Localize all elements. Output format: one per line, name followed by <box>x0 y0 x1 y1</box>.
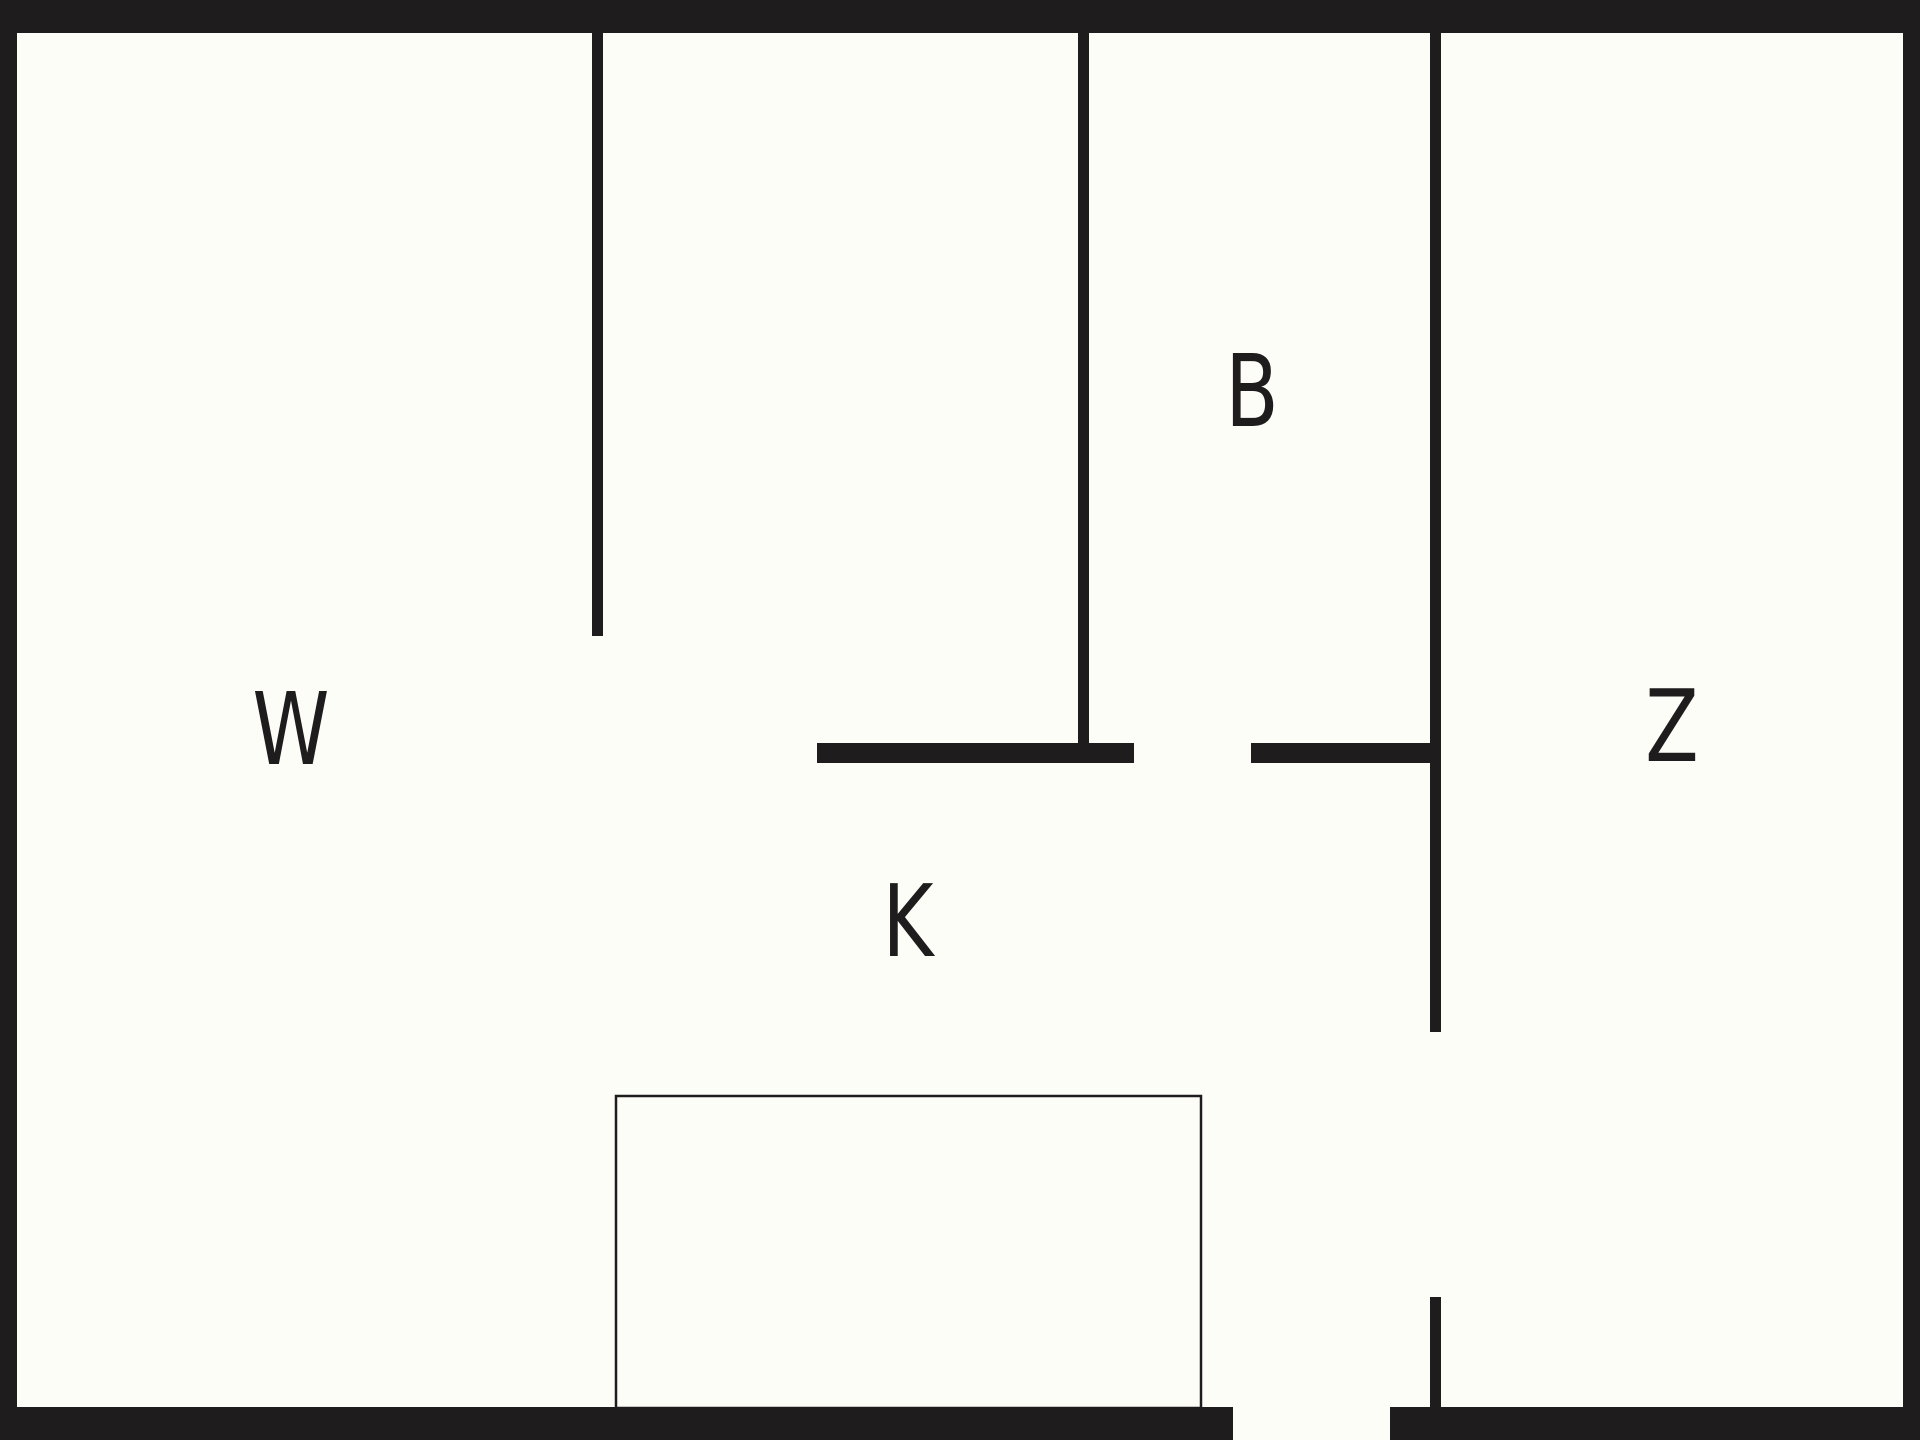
interior-wall-b-left <box>1078 33 1089 751</box>
interior-wall-horizontal-right <box>1251 743 1436 763</box>
room-label-w: W <box>252 671 330 788</box>
outer-wall-bottom-left <box>0 1407 1233 1440</box>
outer-wall-bottom-right <box>1390 1407 1920 1440</box>
room-label-b: B <box>1225 333 1279 450</box>
room-label-k: K <box>882 863 934 980</box>
outer-wall-top <box>0 0 1920 33</box>
outer-wall-right <box>1903 0 1920 1440</box>
kitchen-counter <box>614 1094 1203 1410</box>
outer-wall-left <box>0 0 17 1440</box>
interior-wall-z-lower <box>1430 1297 1441 1410</box>
interior-wall-horizontal-left <box>817 743 1134 763</box>
interior-wall-z-upper <box>1430 33 1441 1032</box>
interior-wall-w-partition <box>592 33 603 636</box>
room-label-z: Z <box>1645 668 1699 785</box>
